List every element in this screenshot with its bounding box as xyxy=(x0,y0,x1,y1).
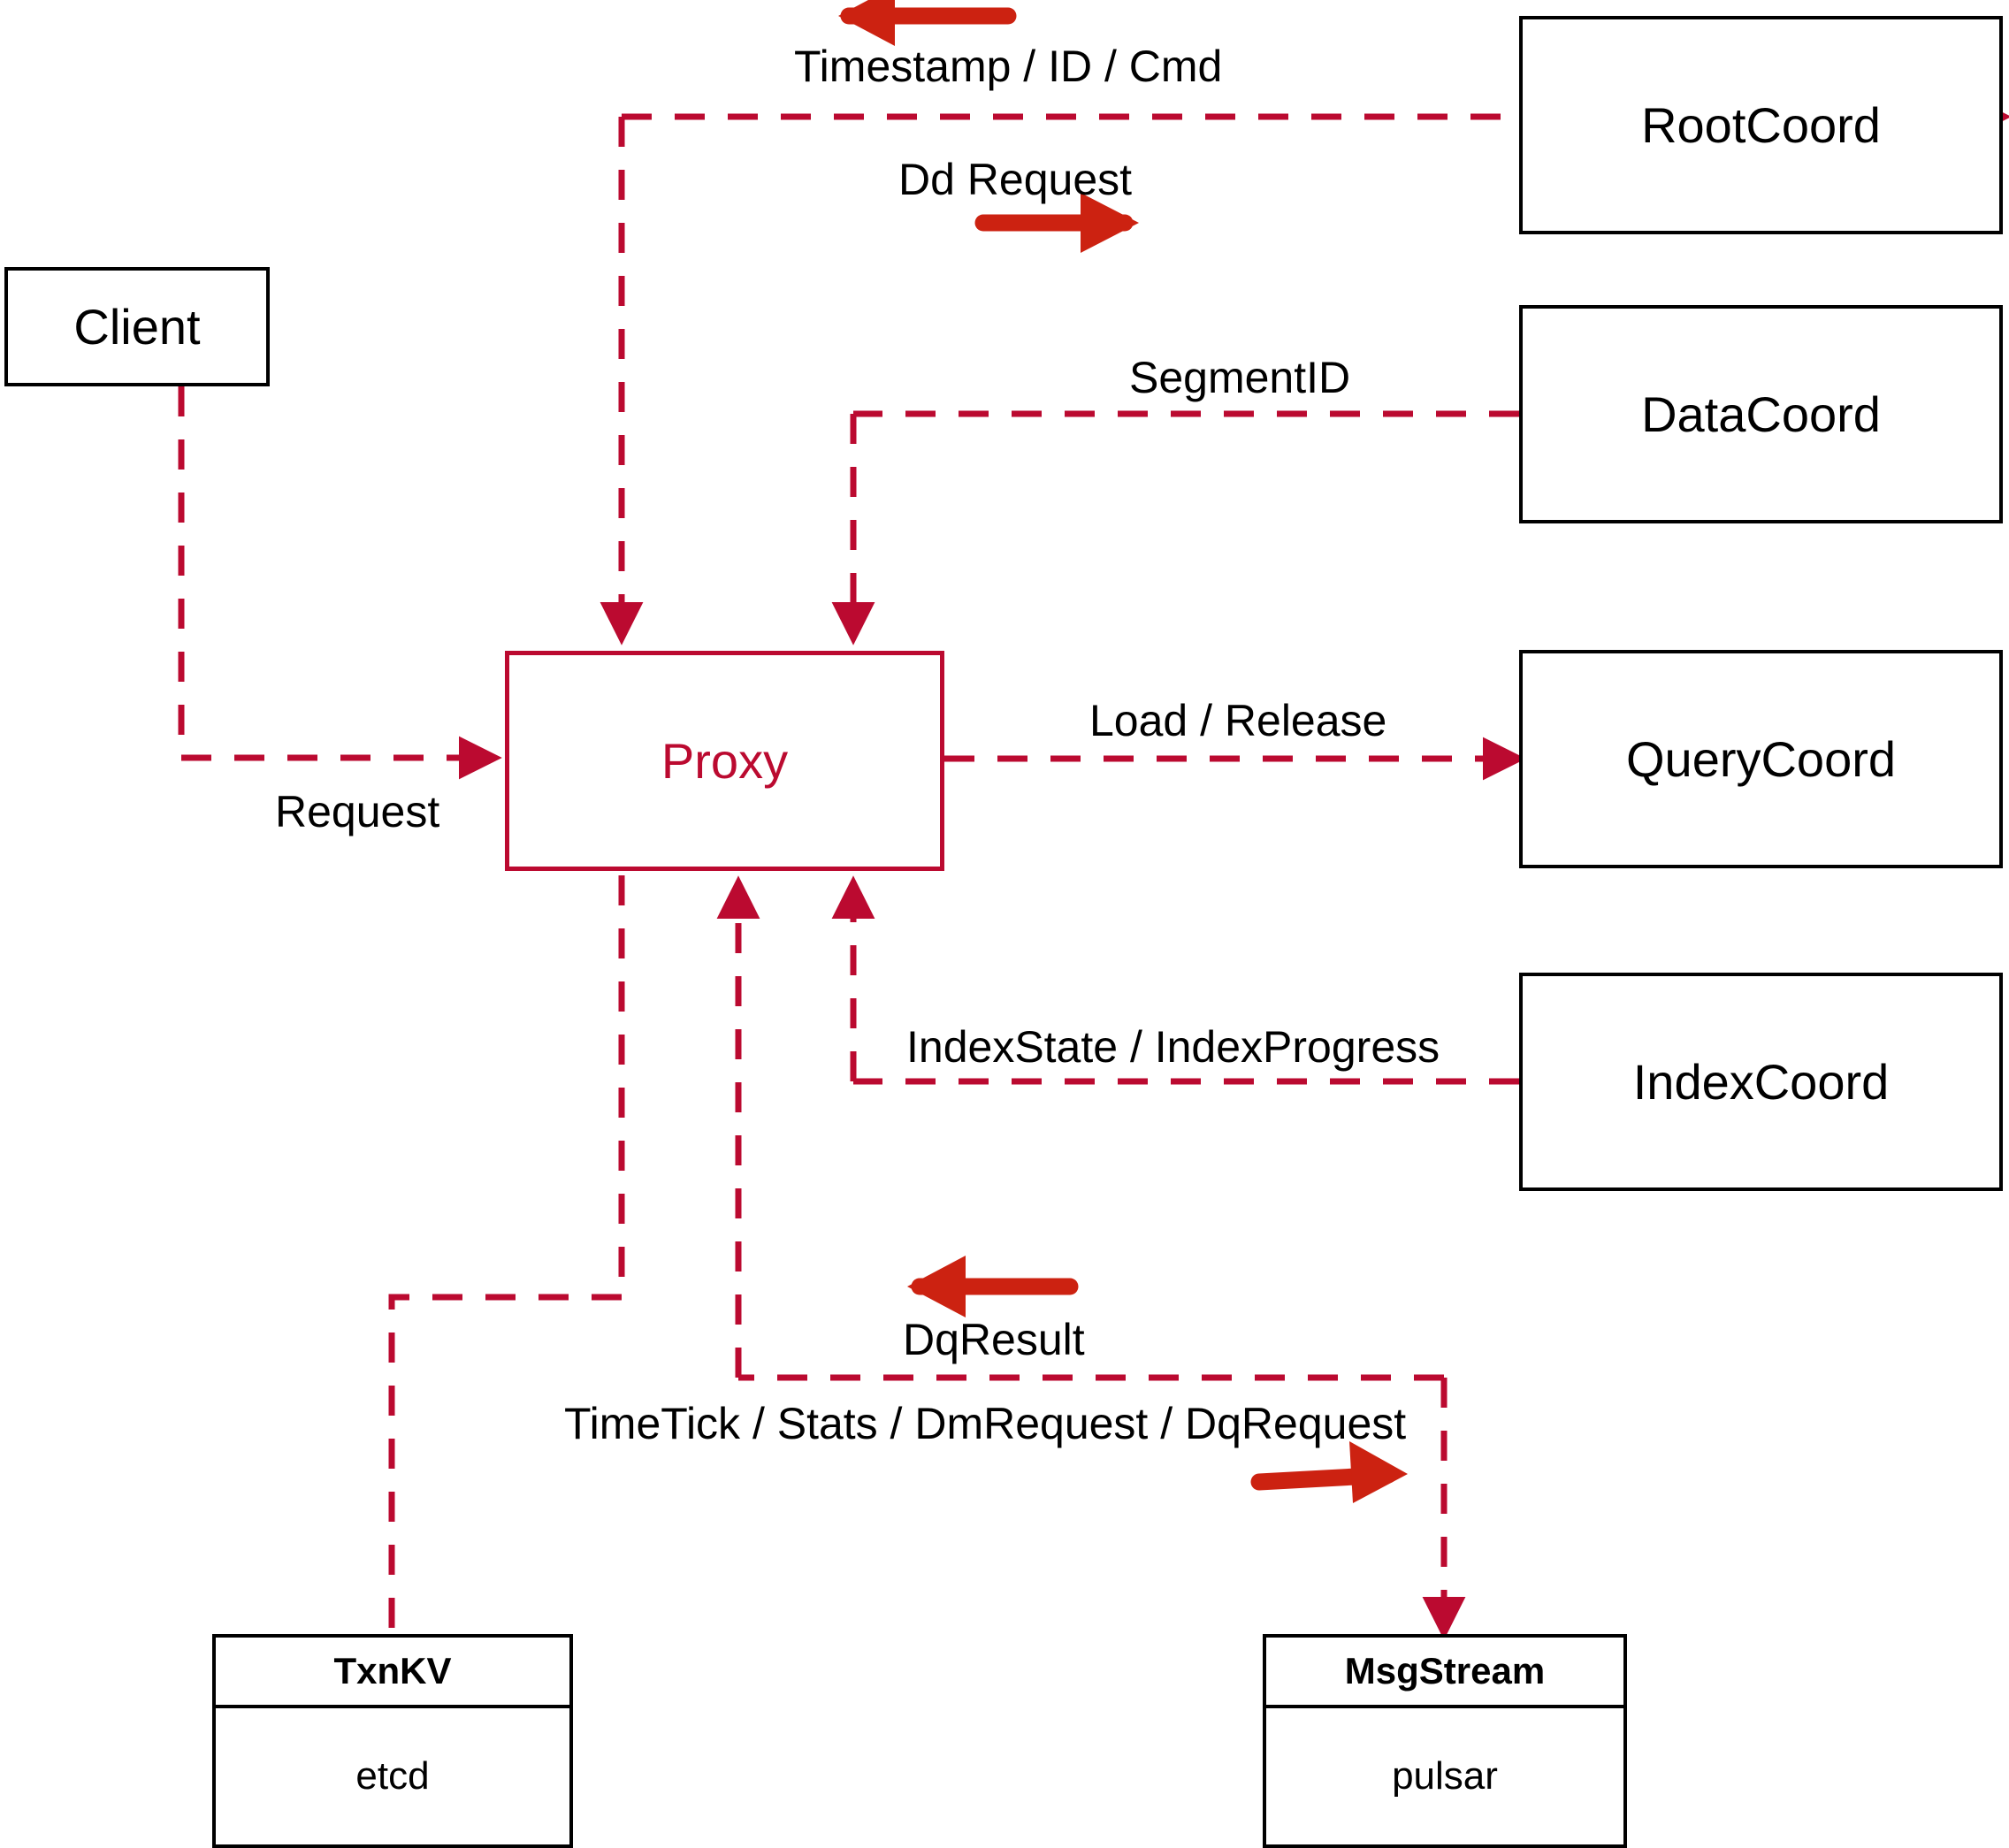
node-datacoord[interactable]: DataCoord xyxy=(1519,305,2003,523)
edge-label-timestamp-id-cmd: Timestamp / ID / Cmd xyxy=(794,42,1223,91)
node-proxy[interactable]: Proxy xyxy=(505,651,944,871)
node-txnkv[interactable]: TxnKV etcd xyxy=(212,1634,573,1848)
edge-label-timetick-stats: TimeTick / Stats / DmRequest / DqRequest xyxy=(564,1399,1407,1448)
edge-proxy-txnkv xyxy=(388,875,625,1634)
node-datacoord-label: DataCoord xyxy=(1641,386,1881,442)
node-msgstream-body: pulsar xyxy=(1266,1708,1623,1844)
node-txnkv-impl: etcd xyxy=(355,1753,430,1798)
node-msgstream-title: MsgStream xyxy=(1344,1649,1546,1691)
node-txnkv-title: TxnKV xyxy=(333,1649,452,1691)
node-indexcoord[interactable]: IndexCoord xyxy=(1519,973,2003,1191)
direction-arrow-timetick xyxy=(1250,1441,1408,1503)
direction-arrow-dq-result xyxy=(907,1256,1079,1317)
edge-label-dd-request: Dd Request xyxy=(898,155,1133,204)
direction-arrow-timestamp xyxy=(838,0,1017,46)
node-msgstream-header: MsgStream xyxy=(1266,1638,1623,1708)
edge-label-segment-id: SegmentID xyxy=(1129,353,1351,402)
node-indexcoord-label: IndexCoord xyxy=(1632,1053,1890,1110)
edge-label-load-release: Load / Release xyxy=(1089,696,1387,745)
node-querycoord[interactable]: QueryCoord xyxy=(1519,650,2003,868)
node-querycoord-label: QueryCoord xyxy=(1625,730,1897,787)
edge-label-index-state-progress: IndexState / IndexProgress xyxy=(906,1022,1440,1072)
edge-segment-id xyxy=(831,410,1519,645)
node-client[interactable]: Client xyxy=(4,267,270,386)
node-proxy-label: Proxy xyxy=(661,732,789,789)
node-msgstream-impl: pulsar xyxy=(1392,1753,1498,1798)
node-txnkv-header: TxnKV xyxy=(216,1638,569,1708)
node-rootcoord[interactable]: RootCoord xyxy=(1519,16,2003,234)
edge-label-request: Request xyxy=(275,787,440,836)
edge-dq-result xyxy=(716,875,1444,1381)
node-client-label: Client xyxy=(73,298,201,355)
node-txnkv-body: etcd xyxy=(216,1708,569,1844)
node-rootcoord-label: RootCoord xyxy=(1641,96,1881,153)
edge-label-dq-result: DqResult xyxy=(903,1315,1085,1364)
node-msgstream[interactable]: MsgStream pulsar xyxy=(1263,1634,1627,1848)
edge-request xyxy=(178,386,502,780)
